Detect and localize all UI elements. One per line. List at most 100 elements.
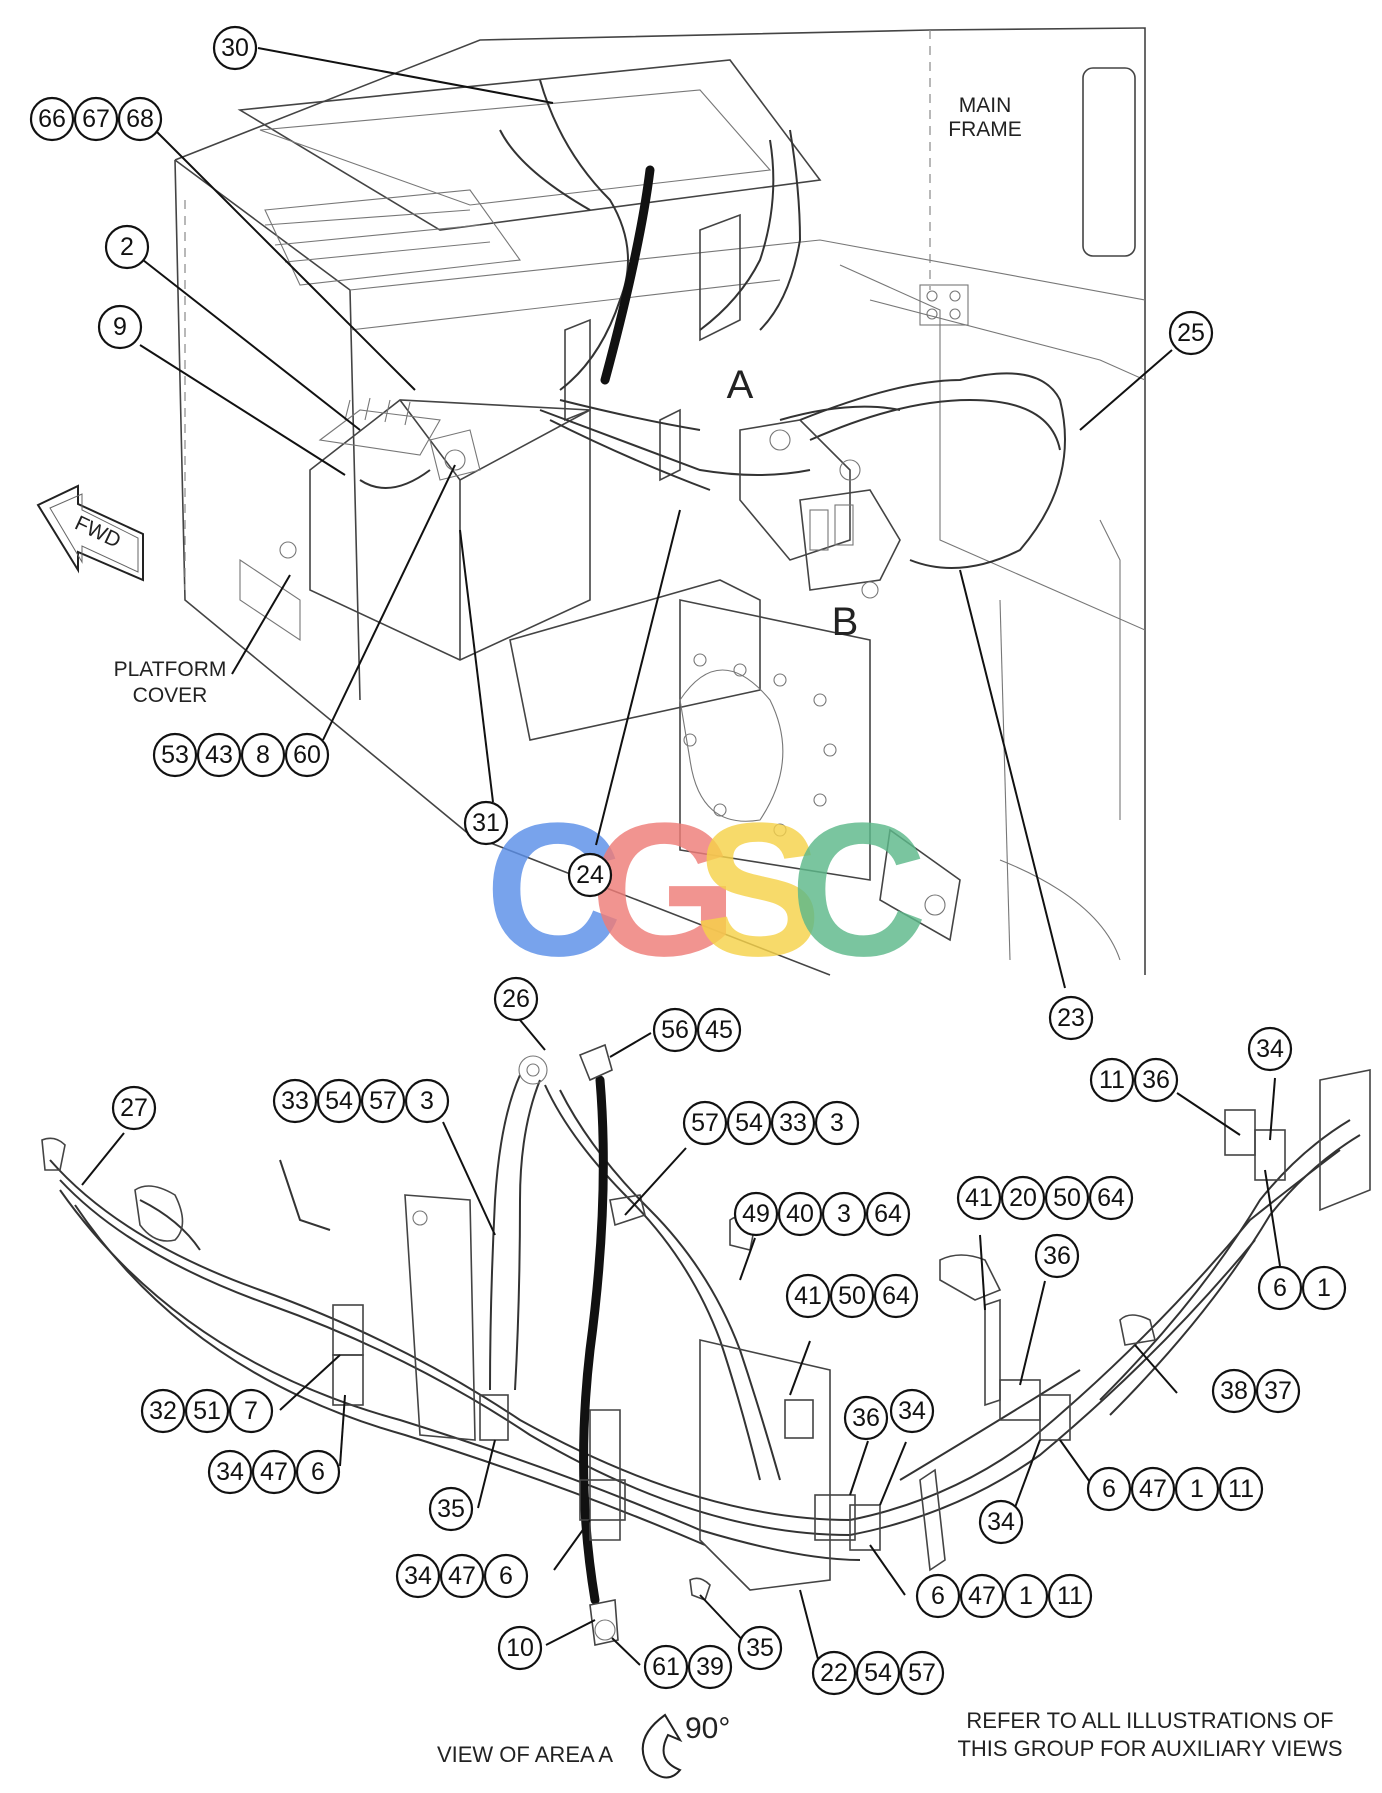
callout-c34-low: 34 xyxy=(889,1388,935,1434)
callout-c35-upper: 35 xyxy=(428,1486,474,1532)
callout-number: 47 xyxy=(968,1582,996,1610)
area-b-label: B xyxy=(832,600,859,644)
watermark-letter-4: C xyxy=(790,784,927,996)
callout-number: 3 xyxy=(830,1109,844,1137)
callout-number: 31 xyxy=(472,809,500,837)
callout-number: 45 xyxy=(705,1016,733,1044)
callout-circle xyxy=(196,732,242,778)
callout-number: 34 xyxy=(404,1562,432,1590)
callout-circle xyxy=(1000,1175,1046,1221)
callout-circle xyxy=(1257,1265,1303,1311)
callout-circle xyxy=(978,1499,1024,1545)
callout-circle xyxy=(284,732,330,778)
callout-number: 41 xyxy=(794,1282,822,1310)
callout-number: 7 xyxy=(244,1397,258,1425)
callout-circle xyxy=(1133,1057,1179,1103)
watermark-letter-2: G xyxy=(590,784,738,996)
callout-c26: 26 xyxy=(493,976,539,1022)
callout-circle xyxy=(843,1395,889,1441)
rotation-label: 90° xyxy=(685,1712,730,1745)
callout-circle xyxy=(404,1078,450,1124)
fwd-arrow: FWD xyxy=(36,484,144,582)
callout-c10: 10 xyxy=(497,1625,543,1671)
callout-circle xyxy=(152,732,198,778)
callout-number: 11 xyxy=(1099,1066,1125,1094)
callout-circle xyxy=(73,96,119,142)
callout-circle xyxy=(1089,1057,1135,1103)
callout-circle xyxy=(439,1553,485,1599)
note-line-1: REFER TO ALL ILLUSTRATIONS OF xyxy=(966,1708,1333,1733)
callout-circle xyxy=(97,304,143,350)
callout-number: 47 xyxy=(448,1562,476,1590)
callout-number: 11 xyxy=(1057,1582,1083,1610)
platform-cover-label-line2: COVER xyxy=(133,684,208,707)
callout-circle xyxy=(104,224,150,270)
callout-number: 8 xyxy=(256,741,270,769)
view-of-area-label: VIEW OF AREA A xyxy=(437,1742,613,1767)
callout-circle xyxy=(873,1273,919,1319)
callout-c24: 24 xyxy=(567,852,613,898)
callout-circle xyxy=(360,1078,406,1124)
callout-c34-right: 34 xyxy=(1247,1026,1293,1072)
callout-circle xyxy=(1088,1175,1134,1221)
callout-c31: 31 xyxy=(463,800,509,846)
callout-number: 11 xyxy=(1228,1475,1254,1503)
callout-number: 6 xyxy=(1102,1475,1116,1503)
callout-circle xyxy=(899,1650,945,1696)
callout-number: 36 xyxy=(1142,1066,1170,1094)
main-frame-label-line2: FRAME xyxy=(948,118,1022,141)
main-frame-label-line1: MAIN xyxy=(959,94,1012,117)
callout-circle xyxy=(865,1191,911,1237)
callout-number: 3 xyxy=(420,1087,434,1115)
callout-number: 37 xyxy=(1264,1377,1292,1405)
callout-circle xyxy=(493,976,539,1022)
callout-number: 61 xyxy=(652,1653,680,1681)
view-area-a-drawing xyxy=(41,1043,1371,1646)
callout-circle xyxy=(652,1007,698,1053)
callout-circle xyxy=(140,1388,186,1434)
callout-c30: 30 xyxy=(212,25,258,71)
callout-number: 50 xyxy=(1053,1184,1081,1212)
platform-cover-label-line1: PLATFORM xyxy=(114,658,227,681)
callout-number: 64 xyxy=(874,1200,902,1228)
callout-number: 10 xyxy=(506,1634,534,1662)
callout-circle xyxy=(737,1625,783,1671)
watermark-logo: C G S C xyxy=(485,784,927,996)
callout-circle xyxy=(295,1449,341,1495)
callout-c11-36: 11 36 xyxy=(1089,1057,1179,1103)
callout-circle xyxy=(733,1191,779,1237)
callout-number: 43 xyxy=(205,741,233,769)
callout-circle xyxy=(272,1078,318,1124)
callout-circle xyxy=(829,1273,875,1319)
callout-c9: 9 xyxy=(97,304,143,350)
callout-number: 66 xyxy=(38,105,66,133)
callout-circle xyxy=(567,852,613,898)
callout-circle xyxy=(777,1191,823,1237)
callout-circle xyxy=(1003,1573,1049,1619)
callout-number: 47 xyxy=(260,1458,288,1486)
callout-c35-lower: 35 xyxy=(737,1625,783,1671)
callout-number: 67 xyxy=(82,105,110,133)
callout-number: 23 xyxy=(1057,1004,1085,1032)
watermark-letter-3: S xyxy=(695,784,822,996)
callout-circle xyxy=(463,800,509,846)
callout-number: 33 xyxy=(779,1109,807,1137)
callout-circle xyxy=(1255,1368,1301,1414)
callout-number: 24 xyxy=(576,861,604,889)
callout-number: 9 xyxy=(113,313,127,341)
callout-circle xyxy=(959,1573,1005,1619)
callout-number: 41 xyxy=(965,1184,993,1212)
callout-number: 34 xyxy=(1256,1035,1284,1063)
callout-circle xyxy=(228,1388,274,1434)
callout-circle xyxy=(251,1449,297,1495)
callout-circle xyxy=(889,1388,935,1434)
